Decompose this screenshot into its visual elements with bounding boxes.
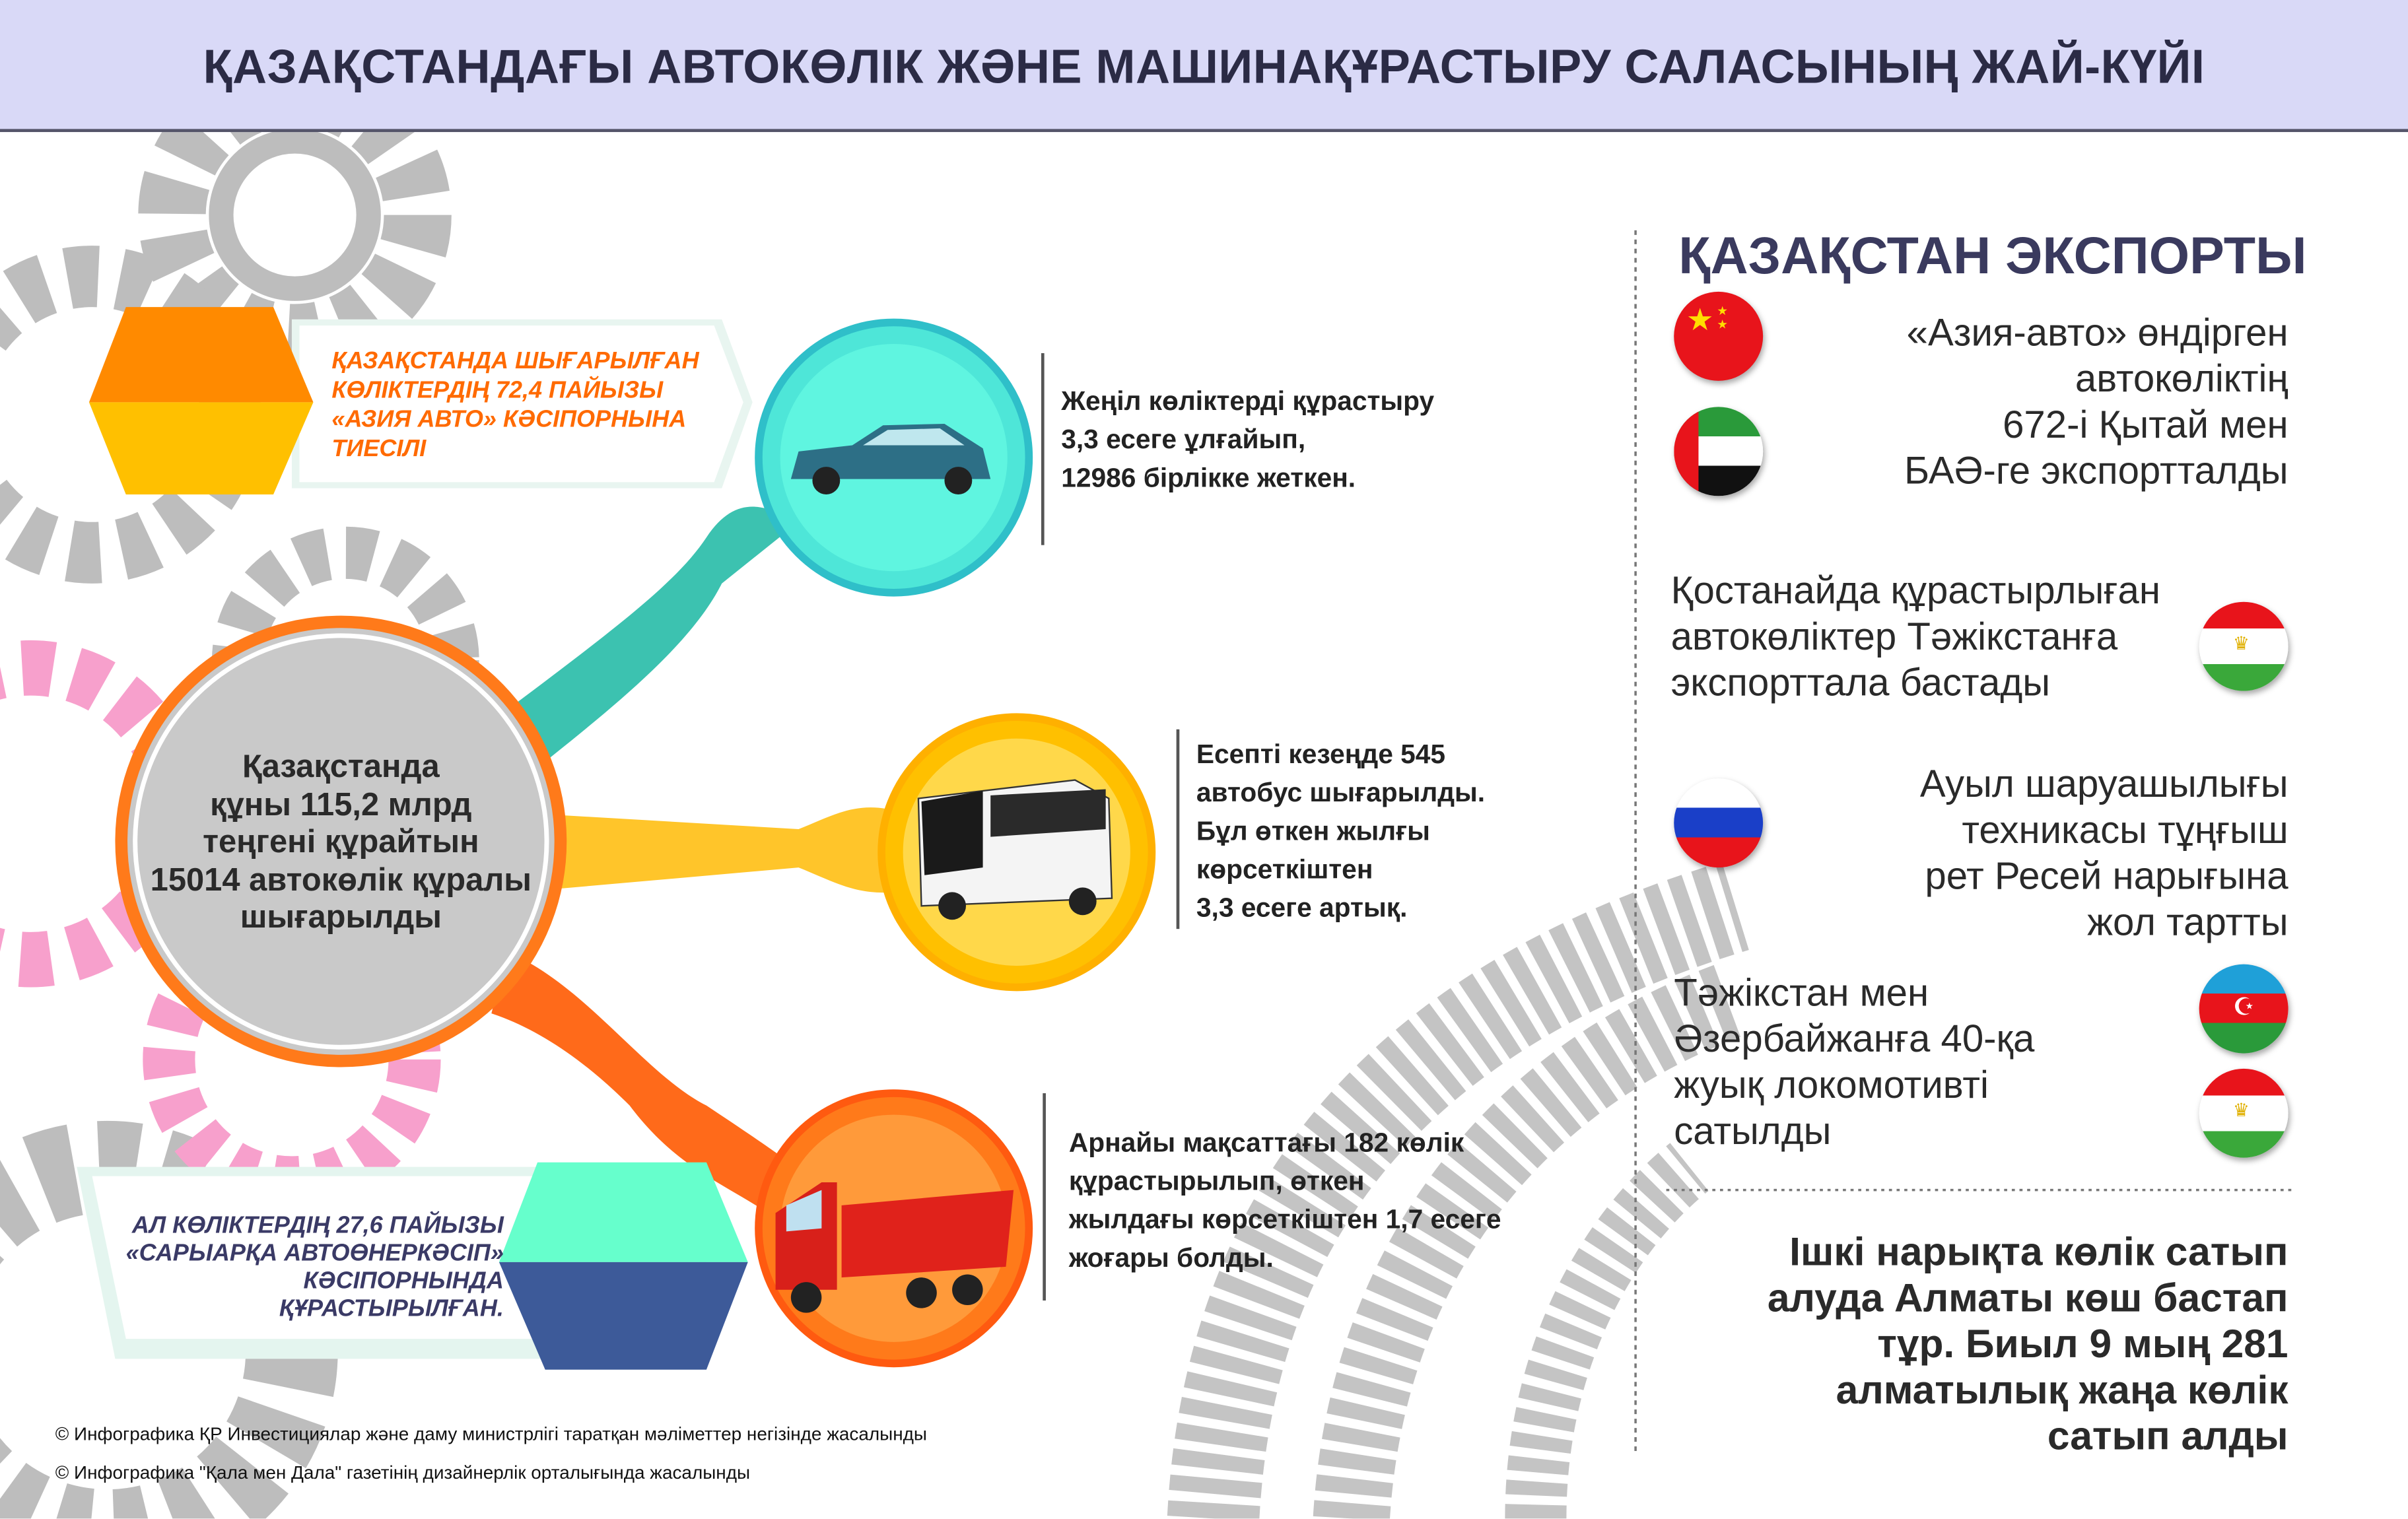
hexagon-mint-top bbox=[499, 1162, 748, 1262]
export-russia: Ауыл шаруашылығы техникасы тұңғыш рет Ре… bbox=[1781, 762, 2288, 946]
export-line: жол тартты bbox=[2087, 901, 2288, 945]
banner-line: КӨЛІКТЕРДІҢ 72,4 ПАЙЫЗЫ bbox=[331, 378, 664, 404]
export-line: экспорттала бастады bbox=[1670, 661, 2051, 705]
export-line: Әзербайжанға 40-қа bbox=[1674, 1018, 2035, 1062]
fact-buses: Есепті кезеңде 545 автобус шығарылды. Бұ… bbox=[1196, 735, 1485, 928]
fact-line: Жеңіл көліктерді құрастыру bbox=[1061, 385, 1435, 417]
fact-line: құрастырылып, өткен bbox=[1068, 1165, 1365, 1196]
credit-source: © Инфографика ҚР Инвестициялар және даму… bbox=[55, 1423, 928, 1445]
banner-line: КӘСІПОРНЫНДА bbox=[303, 1268, 504, 1295]
china-flag-icon: ★ ★★ bbox=[1674, 291, 1764, 381]
center-summary: Қазақстанда құны 115,2 млрд теңгені құра… bbox=[126, 749, 556, 937]
gear-top-inner-icon bbox=[209, 129, 381, 301]
fact-line: Арнайы мақсаттағы 182 көлік bbox=[1068, 1127, 1464, 1158]
export-line: техникасы тұңғыш bbox=[1962, 809, 2288, 852]
summary-line: алматылық жаңа көлік bbox=[1836, 1367, 2288, 1413]
fact-line: 3,3 есеге артық. bbox=[1196, 892, 1408, 923]
banner-asia-auto: ҚАЗАҚСТАНДА ШЫҒАРЫЛҒАН КӨЛІКТЕРДІҢ 72,4 … bbox=[331, 347, 699, 464]
summary-line: тұр. Биыл 9 мың 281 bbox=[1877, 1320, 2288, 1367]
summary-line: алуда Алматы көш бастап bbox=[1767, 1274, 2288, 1321]
export-tajikistan: Қостанайда құрастырлыған автокөліктер Тә… bbox=[1671, 568, 2160, 706]
banner-line: АЛ КӨЛІКТЕРДІҢ 27,6 ПАЙЫЗЫ bbox=[131, 1213, 504, 1240]
banner-saryarka: АЛ КӨЛІКТЕРДІҢ 27,6 ПАЙЫЗЫ «САРЫАРҚА АВТ… bbox=[108, 1213, 504, 1323]
export-line: Қостанайда құрастырлыған bbox=[1670, 569, 2160, 613]
export-china-uae: «Азия-авто» өндірген автокөліктің 672-і … bbox=[1781, 310, 2288, 494]
banner-line: ҚАЗАҚСТАНДА ШЫҒАРЫЛҒАН bbox=[331, 348, 699, 375]
export-locomotives: Тәжікстан мен Әзербайжанға 40-қа жуық ло… bbox=[1674, 970, 2034, 1155]
fact-special: Арнайы мақсаттағы 182 көлік құрастырылып… bbox=[1069, 1124, 1501, 1278]
russia-flag-icon bbox=[1674, 778, 1764, 868]
hexagon-navy-bottom bbox=[499, 1262, 748, 1370]
summary-line: Ішкі нарықта көлік сатып bbox=[1789, 1228, 2288, 1275]
export-line: жуық локомотивті bbox=[1674, 1063, 1989, 1107]
ribbon-yellow bbox=[537, 807, 907, 893]
tire-track-icon bbox=[1167, 861, 1749, 1519]
banner-line: «САРЫАРҚА АВТОӨНЕРКӘСІП» bbox=[125, 1240, 504, 1267]
fact-line: жоғары болды. bbox=[1068, 1242, 1274, 1273]
uae-flag-icon bbox=[1674, 407, 1764, 496]
header-band bbox=[0, 0, 2408, 133]
banner-line: ТИЕСІЛІ bbox=[331, 436, 427, 463]
fact-cars: Жеңіл көліктерді құрастыру 3,3 есеге ұлғ… bbox=[1061, 382, 1434, 497]
fact-divider bbox=[1041, 353, 1045, 545]
center-line: шығарылды bbox=[240, 899, 442, 935]
fact-divider bbox=[1176, 729, 1180, 929]
tajikistan-flag-icon: ♛ bbox=[2199, 601, 2288, 691]
azerbaijan-flag-icon: ☪ bbox=[2199, 964, 2288, 1054]
truck-icon bbox=[775, 1182, 1014, 1313]
center-line: теңгені құрайтын bbox=[203, 825, 479, 860]
ribbon-orange bbox=[491, 952, 814, 1213]
page-title: ҚАЗАҚСТАНДАҒЫ АВТОКӨЛІК ЖӘНЕ МАШИНАҚҰРАС… bbox=[203, 40, 2205, 94]
center-circle bbox=[115, 615, 567, 1067]
fact-divider bbox=[1043, 1093, 1046, 1301]
export-line: Тәжікстан мен bbox=[1674, 972, 1929, 1015]
export-line: 672-і Қытай мен bbox=[2003, 403, 2288, 447]
center-line: құны 115,2 млрд bbox=[210, 787, 472, 823]
fact-line: 12986 бірлікке жеткен. bbox=[1061, 462, 1356, 493]
banner-line: ҚҰРАСТЫРЫЛҒАН. bbox=[279, 1296, 504, 1322]
banner-line: «АЗИЯ АВТО» КӘСІПОРНЫНА bbox=[331, 407, 687, 433]
fact-line: автобус шығарылды. bbox=[1196, 776, 1486, 808]
fact-line: Есепті кезеңде 545 bbox=[1196, 738, 1446, 770]
center-line: 15014 автокөлік құралы bbox=[150, 861, 532, 898]
hexagon-orange-top bbox=[88, 307, 314, 403]
hexagon-yellow-bottom bbox=[88, 402, 314, 494]
credit-design: © Инфографика "Қала мен Дала" газетінің … bbox=[55, 1462, 751, 1483]
fact-line: 3,3 есеге ұлғайып, bbox=[1061, 423, 1306, 455]
export-line: Ауыл шаруашылығы bbox=[1919, 762, 2288, 807]
car-icon bbox=[790, 423, 991, 494]
ribbon-teal bbox=[491, 506, 799, 768]
export-line: автокөліктер Тәжікстанға bbox=[1670, 615, 2118, 659]
center-line: Қазақстанда bbox=[242, 749, 440, 785]
export-line: БАӘ-ге экспортталды bbox=[1904, 450, 2288, 493]
bus-icon bbox=[917, 779, 1113, 920]
export-line: «Азия-авто» өндірген bbox=[1906, 312, 2288, 355]
export-line: автокөліктің bbox=[2075, 357, 2288, 401]
export-line: сатылды bbox=[1674, 1110, 1832, 1153]
fact-line: Бұл өткен жылғы bbox=[1196, 815, 1430, 846]
tajikistan-flag-icon: ♛ bbox=[2199, 1068, 2288, 1158]
export-line: рет Ресей нарығына bbox=[1925, 855, 2288, 898]
export-title: ҚАЗАҚСТАН ЭКСПОРТЫ bbox=[1678, 227, 2307, 286]
fact-line: жылдағы көрсеткіштен 1,7 есеге bbox=[1068, 1203, 1501, 1235]
almaty-summary: Ішкі нарықта көлік сатып алуда Алматы кө… bbox=[1689, 1229, 2288, 1459]
summary-line: сатып алды bbox=[2047, 1412, 2288, 1459]
fact-line: көрсеткіштен bbox=[1196, 854, 1373, 885]
